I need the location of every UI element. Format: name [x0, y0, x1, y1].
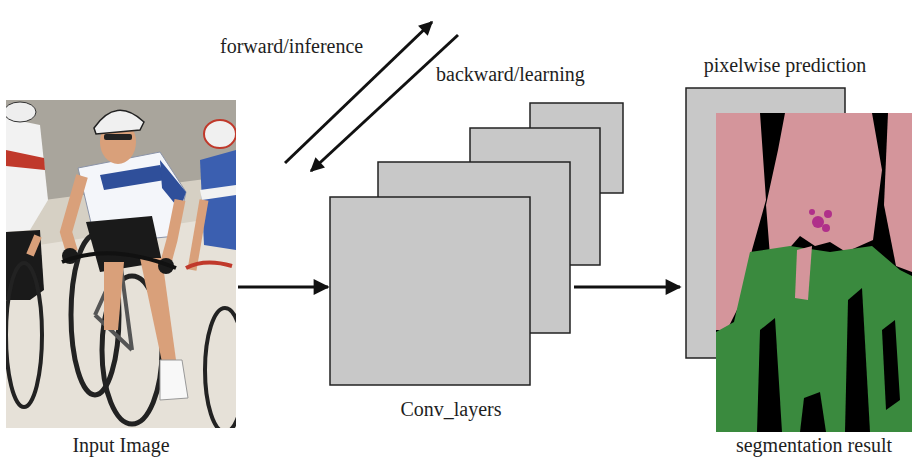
- result-node: segmentation result: [716, 113, 912, 458]
- input-photo: [6, 100, 236, 428]
- image-node: Input Image: [6, 100, 236, 458]
- prediction-node: pixelwise prediction: [682, 52, 888, 358]
- direction-label: forward/inference: [220, 35, 363, 57]
- node-caption: Input Image: [72, 434, 169, 456]
- node-caption: segmentation result: [736, 434, 892, 456]
- direction-label: backward/learning: [436, 63, 585, 85]
- flow-arrow: [574, 286, 680, 289]
- conv-stack: [330, 103, 623, 385]
- segmentation-image: [716, 113, 912, 432]
- node-caption: Conv_layers: [400, 398, 501, 420]
- layer-stack-node: Conv_layers: [330, 160, 572, 422]
- flow-arrow: [238, 286, 328, 289]
- node-caption: pixelwise prediction: [704, 54, 867, 76]
